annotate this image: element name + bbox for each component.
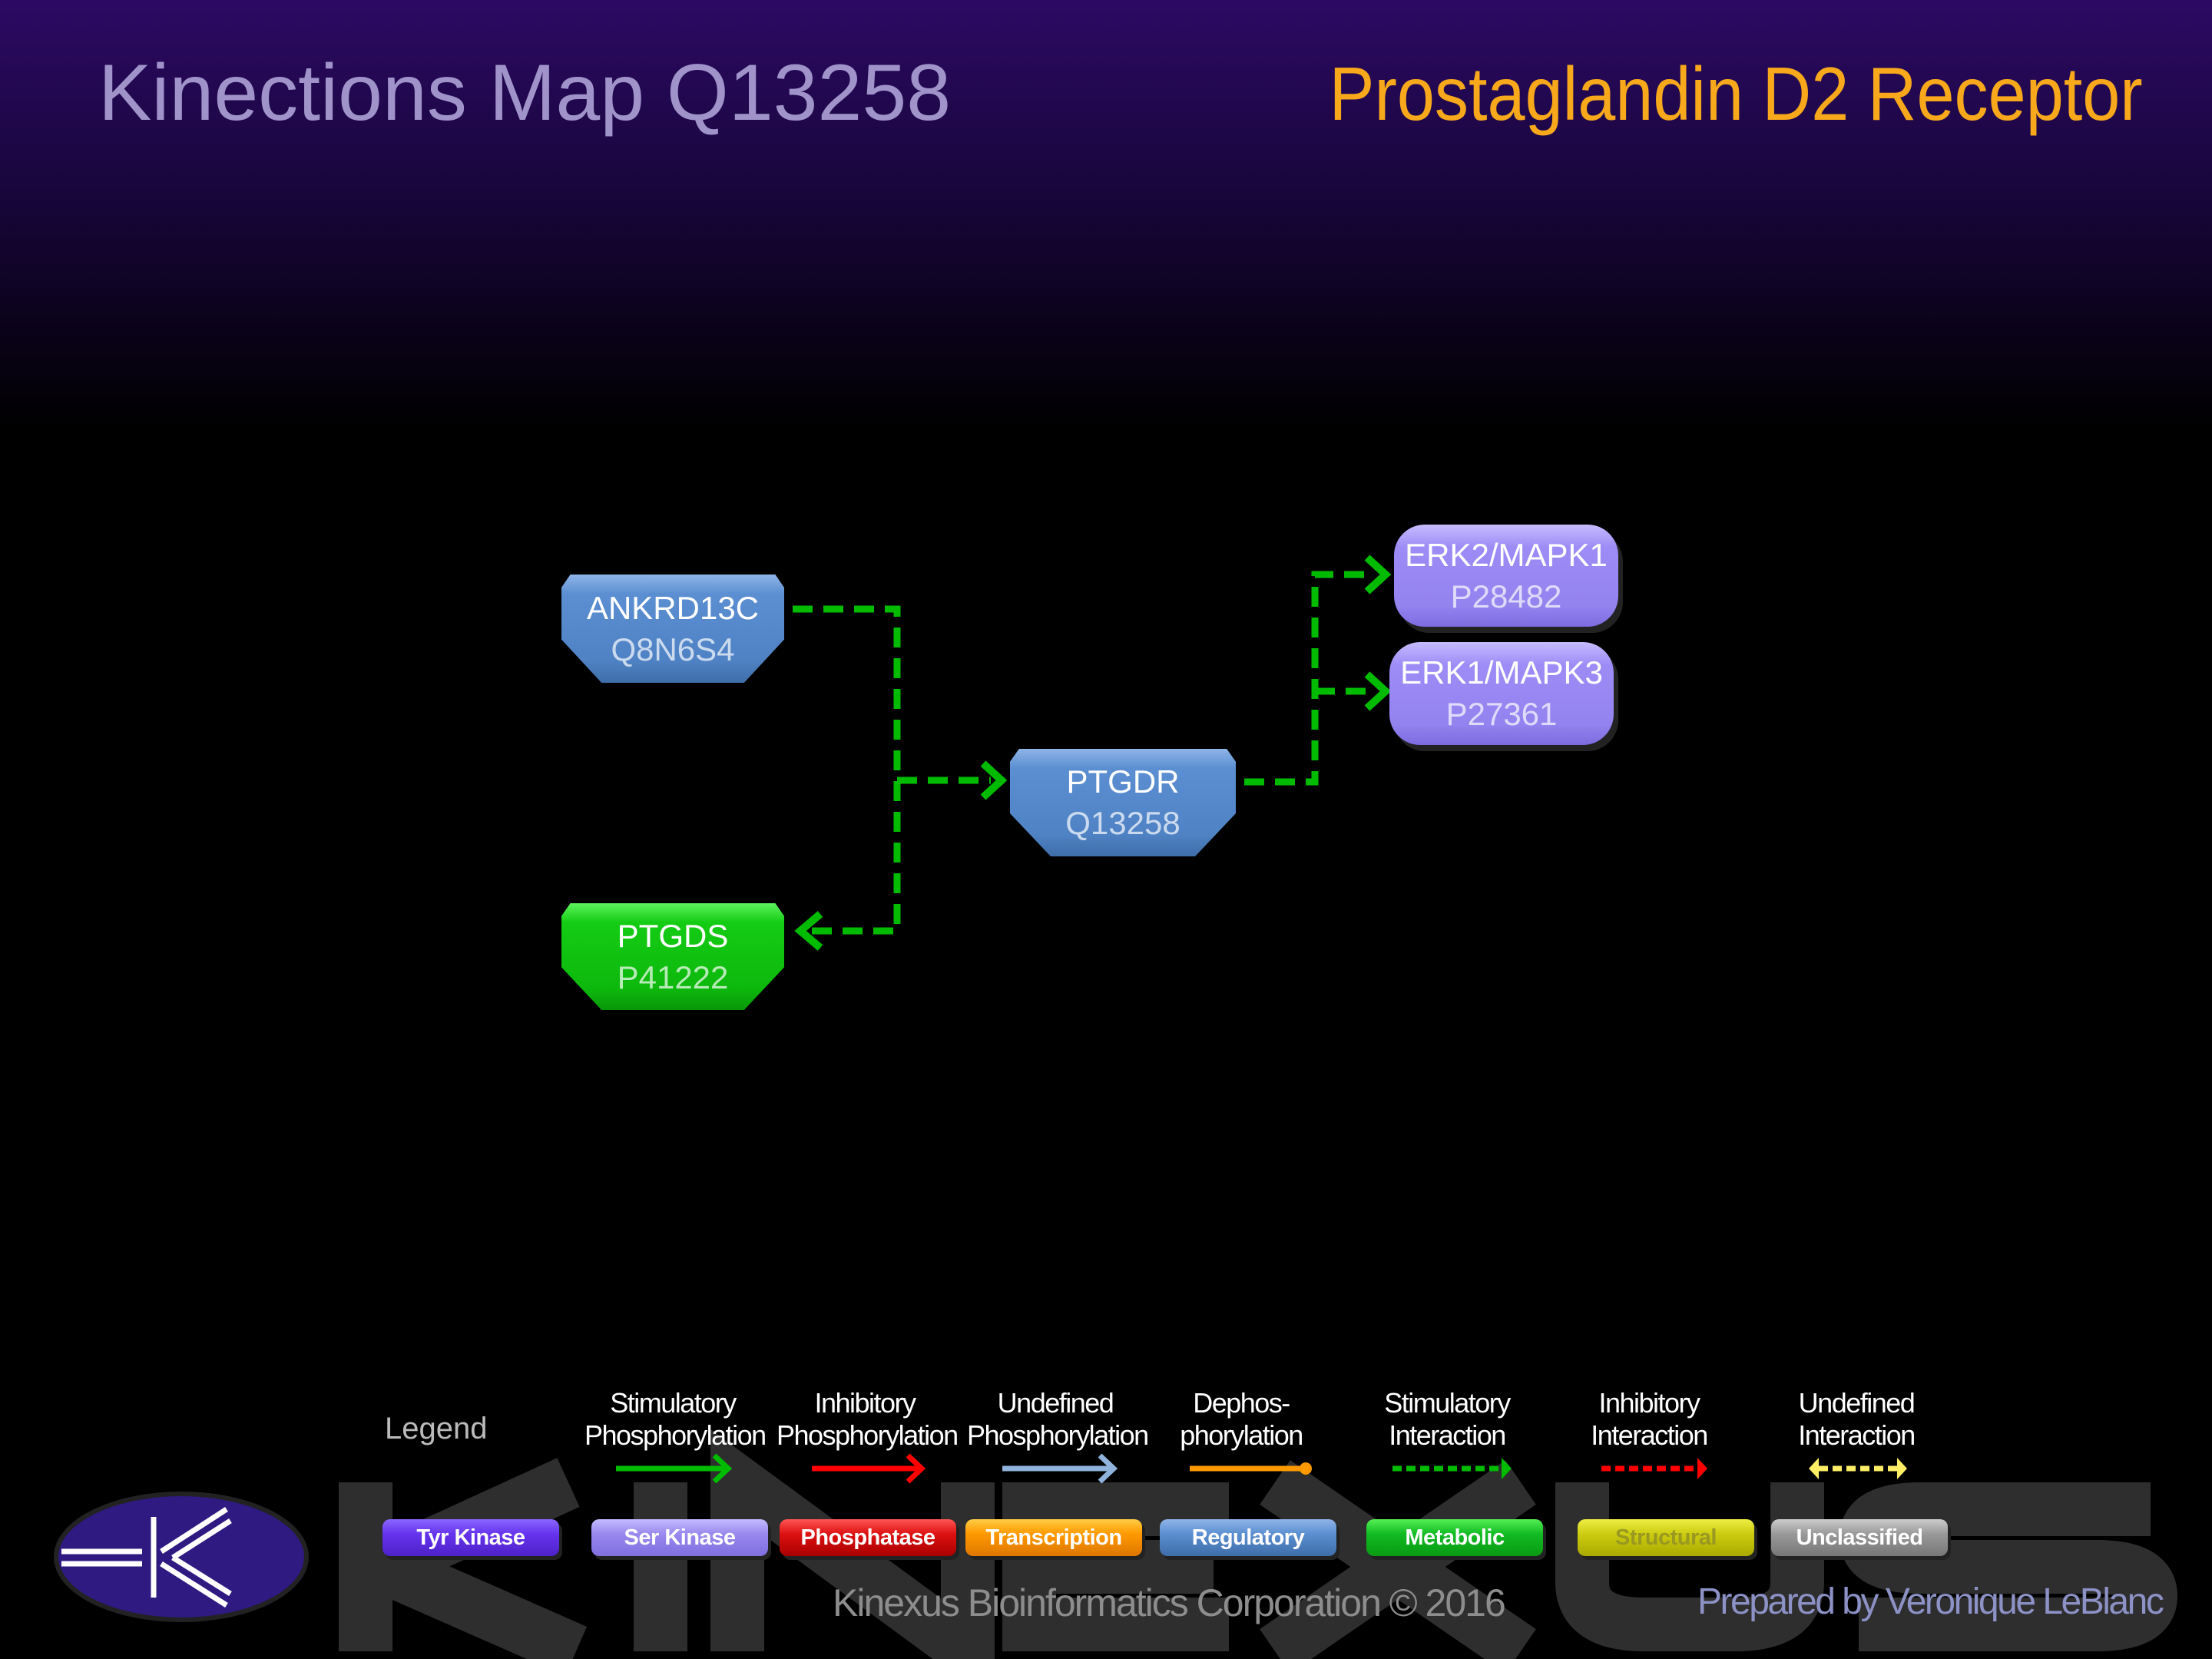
legend-arrowhead: [906, 1453, 926, 1484]
node-accession: P28482: [1450, 578, 1562, 614]
edge-ankrd13c-ptgds: [793, 605, 901, 935]
node-erk1-mapk3[interactable]: ERK1/MAPK3 P27361: [1389, 642, 1614, 745]
node-accession: Q8N6S4: [611, 631, 735, 667]
node-accession: P41222: [617, 959, 729, 995]
legend-badge-tyr-kinase: Tyr Kinase: [382, 1519, 559, 1556]
legend-label-dephos: Dephos-phorylation: [1153, 1387, 1330, 1452]
page-title: Kinections Map Q13258: [98, 48, 952, 137]
arrowhead-ptgdr: [980, 760, 1008, 800]
footer-prepared-by: Prepared by Veronique LeBlanc: [1697, 1581, 2164, 1622]
kinexus-logo: [54, 1492, 309, 1622]
legend-badge-regulatory: Regulatory: [1160, 1519, 1336, 1556]
legend-dephos-end: [1300, 1462, 1312, 1475]
legend-arrowhead: [1697, 1458, 1707, 1479]
node-accession: P27361: [1445, 696, 1558, 732]
legend-badge-transcription: Transcription: [965, 1519, 1142, 1556]
footer-copyright: Kinexus Bioinformatics Corporation © 201…: [833, 1581, 1506, 1624]
legend-arrowhead: [1098, 1453, 1118, 1484]
node-name: ERK2/MAPK1: [1405, 536, 1608, 573]
arrowhead-ptgds: [794, 911, 823, 951]
legend-line2: phorylation: [1180, 1419, 1303, 1451]
legend-line2: Phosphorylation: [584, 1419, 767, 1451]
legend-arrowhead: [1809, 1458, 1819, 1479]
header-banner: [0, 0, 2212, 430]
legend-line1: Stimulatory: [1384, 1387, 1511, 1419]
legend-arrowhead: [1897, 1458, 1907, 1479]
node-ankrd13c[interactable]: ANKRD13C Q8N6S4: [561, 575, 784, 683]
legend-badge-metabolic: Metabolic: [1366, 1519, 1543, 1556]
legend-line2: Interaction: [1389, 1419, 1506, 1451]
legend-badge-ser-kinase: Ser Kinase: [591, 1519, 768, 1556]
arrowhead-erk2: [1364, 555, 1392, 594]
legend-line2: Interaction: [1591, 1419, 1708, 1451]
node-erk2-mapk1[interactable]: ERK2/MAPK1 P28482: [1394, 525, 1618, 627]
edge-ptgdr-erk2: [1244, 571, 1375, 786]
legend-line1: Undefined: [997, 1387, 1114, 1419]
node-name: PTGDS: [617, 917, 729, 954]
legend-badge-structural: Structural: [1578, 1519, 1754, 1556]
legend-line1: Inhibitory: [1598, 1387, 1700, 1419]
legend-badge-unclassified: Unclassified: [1771, 1519, 1948, 1556]
legend-line1: Dephos-: [1193, 1387, 1290, 1419]
legend-line1: Undefined: [1798, 1387, 1916, 1419]
legend-title: Legend: [385, 1412, 488, 1445]
legend-badge-phosphatase: Phosphatase: [780, 1519, 956, 1556]
legend-arrowhead: [1502, 1458, 1512, 1479]
node-name: PTGDR: [1066, 763, 1180, 800]
node-ptgdr[interactable]: PTGDR Q13258: [1010, 749, 1236, 856]
node-name: ERK1/MAPK3: [1400, 654, 1603, 690]
node-name: ANKRD13C: [586, 589, 760, 626]
legend-line2: Interaction: [1798, 1419, 1916, 1451]
kinexus-watermark: [339, 1429, 2178, 1659]
legend-arrowhead: [712, 1453, 733, 1484]
node-accession: Q13258: [1065, 805, 1181, 841]
legend-line1: Stimulatory: [610, 1387, 737, 1419]
legend-line2: Phosphorylation: [777, 1419, 959, 1451]
arrowhead-erk1: [1364, 671, 1392, 711]
legend-line2: Phosphorylation: [967, 1419, 1149, 1451]
node-ptgds[interactable]: PTGDS P41222: [561, 903, 784, 1010]
legend-line1: Inhibitory: [814, 1387, 916, 1419]
protein-name: Prostaglandin D2 Receptor: [1329, 51, 2143, 136]
